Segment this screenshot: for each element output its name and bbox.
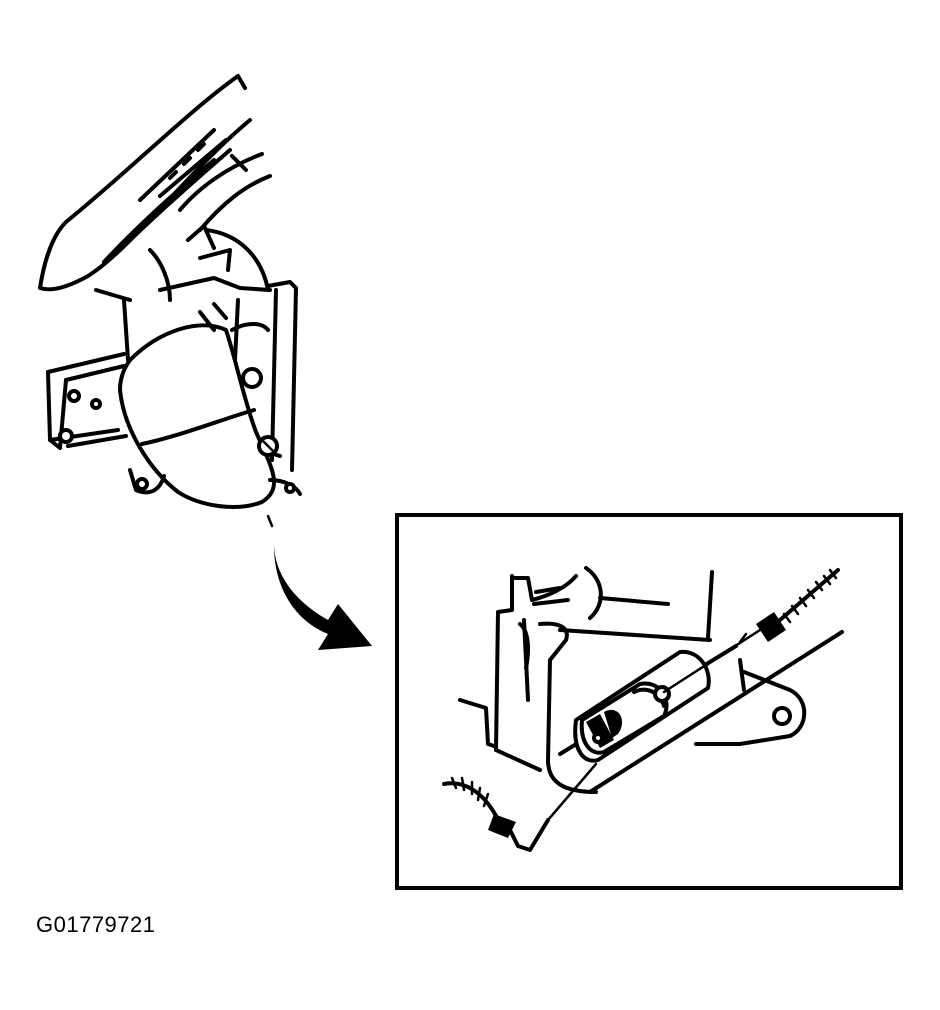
callout-arrow (266, 514, 372, 650)
detail-inset (395, 513, 903, 890)
figure-id-label: G01779721 (36, 912, 156, 937)
instrument-panel-assembly (38, 74, 302, 509)
